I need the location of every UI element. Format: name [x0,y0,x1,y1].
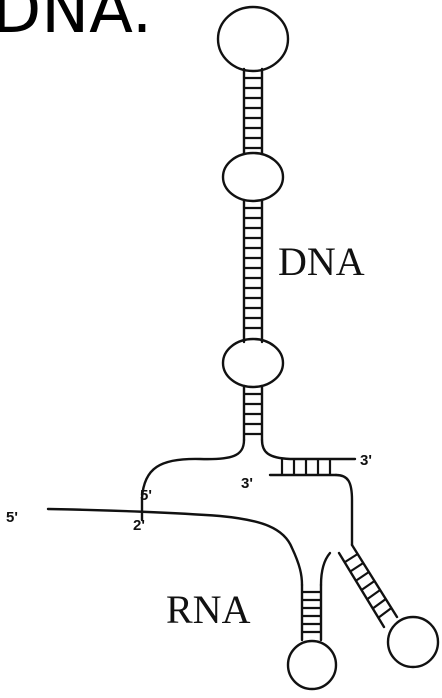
rna-hairpin-2 [339,545,438,667]
dna-right-strand [262,440,355,459]
hybrid-3prime-left-label: 3' [241,475,253,492]
dna-left-strand [142,440,244,520]
rna-base-pair [345,554,358,562]
rna-hairpin-1 [288,553,336,689]
dna-bulge-2 [223,339,283,387]
rna-strand [48,509,302,585]
rna-hairpin-2-loop [388,617,438,667]
dna-label: DNA [278,239,365,284]
rna-base-pair [362,581,375,590]
rna-label: RNA [166,587,251,632]
dna-stem-loop [218,7,288,440]
rna-dna-hybrid-pairs [282,459,330,475]
rna-base-pair [350,563,363,572]
dna-stem-segment-1 [244,69,262,153]
rna-base-pair [367,590,380,599]
rna-hairpin-1-pairs [302,592,321,632]
branch-2prime-label: 2' [133,517,145,534]
dna-bulge-1 [223,153,283,201]
rna-base-pair [378,608,391,618]
dna-base-pairs [244,78,262,434]
rna-hairpin-2-pairs [345,554,392,618]
rna-base-pair [373,599,386,609]
rna-5prime-label: 5' [6,509,18,526]
rna-connector [336,475,352,545]
dna-stem-segment-2 [244,200,262,342]
title-text: DNA. [0,0,152,48]
rna-hairpin-1-loop [288,641,336,689]
rna-base-pair [356,572,369,581]
hybrid-3prime-right-label: 3' [360,452,372,469]
dna-top-loop [218,7,288,71]
branch-5prime-label: 5' [140,487,152,504]
